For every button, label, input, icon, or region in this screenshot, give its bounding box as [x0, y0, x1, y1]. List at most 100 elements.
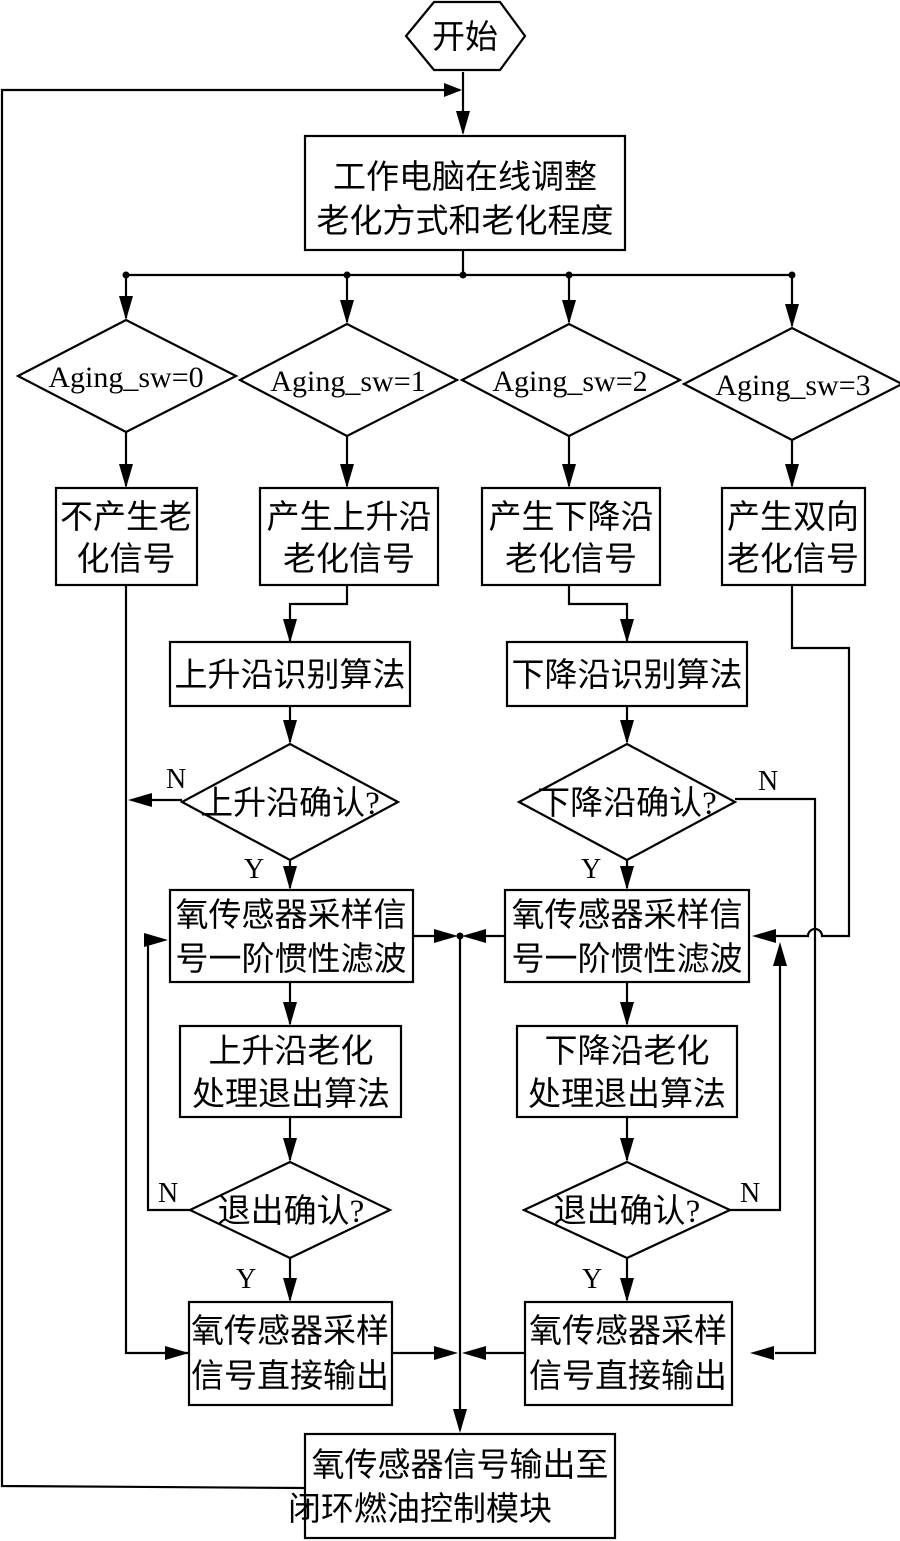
falling-confirm-yes-label: Y — [581, 854, 601, 885]
arrow-loop-into-main — [444, 83, 462, 97]
falling-direct-output-line-2: 信号直接输出 — [529, 1358, 727, 1395]
arrow-into-exitconfirm-rising — [283, 1138, 297, 1162]
decision-aging-sw-0: Aging_sw=0 — [15, 318, 239, 434]
adjust-box: 工作电脑在线调整 老化方式和老化程度 — [303, 134, 627, 252]
arrow-sig0-into-direct-rising — [165, 1346, 189, 1360]
arrowheads — [119, 83, 799, 1433]
arrow-into-filter-falling — [620, 866, 634, 890]
arrow-into-sig3 — [785, 464, 799, 488]
junction-dot — [456, 932, 464, 940]
branch-labels: N Y N Y N Y N Y — [158, 764, 778, 1295]
adjust-line-1: 工作电脑在线调整 — [333, 159, 597, 196]
junction-dot — [565, 271, 573, 279]
falling-confirm-decision: 下降沿确认? — [516, 742, 738, 862]
decision-aging-sw-2: Aging_sw=2 — [459, 322, 683, 438]
arrow-into-sig0 — [119, 464, 133, 488]
falling-filter-box: 氧传感器采样信 号一阶惯性滤波 — [503, 888, 751, 984]
rising-filter-box: 氧传感器采样信 号一阶惯性滤波 — [168, 888, 415, 984]
arrow-exit-rising-no-into-filter — [144, 933, 168, 947]
arrow-into-exit-rising — [283, 1002, 297, 1026]
rising-confirm-decision: 上升沿确认? — [179, 742, 401, 862]
signal-box-falling-line-1: 产生下降沿 — [489, 499, 654, 536]
decision-aging-sw-1: Aging_sw=1 — [237, 322, 460, 438]
arrow-into-identify-rising — [283, 619, 297, 643]
falling-confirm-no-label: N — [758, 766, 778, 797]
signal-box-rising: 产生上升沿 老化信号 — [258, 486, 440, 587]
signal-box-bidirectional-line-1: 产生双向 — [727, 499, 859, 536]
arrow-into-dec0 — [119, 296, 133, 320]
falling-exit-algo-line-2: 处理退出算法 — [528, 1076, 726, 1113]
falling-identify-box: 下降沿识别算法 — [505, 640, 749, 708]
decision-aging-sw-2-label: Aging_sw=2 — [492, 365, 647, 398]
start-label: 开始 — [432, 19, 498, 56]
junction-dot — [122, 271, 130, 279]
arrow-into-identify-falling — [620, 619, 634, 643]
output-box: 氧传感器信号输出至 闭环燃油控制模块 — [288, 1432, 617, 1540]
signal-box-rising-line-1: 产生上升沿 — [267, 499, 432, 536]
decision-aging-sw-3-label: Aging_sw=3 — [715, 369, 870, 402]
output-line-2: 闭环燃油控制模块 — [288, 1491, 552, 1528]
signal-box-bidirectional: 产生双向 老化信号 — [720, 486, 867, 587]
arrow-into-sig2 — [562, 464, 576, 488]
arrow-into-dec2 — [562, 300, 576, 324]
arrow-into-exit-falling — [620, 1002, 634, 1026]
decision-aging-sw-0-label: Aging_sw=0 — [48, 361, 203, 394]
arrow-into-confirm-falling — [620, 720, 634, 744]
signal-box-none-line-2: 化信号 — [77, 541, 176, 578]
signal-box-falling: 产生下降沿 老化信号 — [480, 486, 662, 587]
rising-exit-confirm-label: 退出确认? — [218, 1193, 365, 1230]
arrow-into-exitconfirm-falling — [620, 1138, 634, 1162]
arrow-into-adjust — [456, 111, 470, 135]
falling-identify-label: 下降沿识别算法 — [512, 657, 743, 694]
falling-exit-confirm-decision: 退出确认? — [521, 1160, 733, 1260]
rising-exit-confirm-decision: 退出确认? — [187, 1160, 393, 1260]
rising-direct-output-line-2: 信号直接输出 — [191, 1358, 389, 1395]
arrow-direct-rising-to-center — [434, 1346, 458, 1360]
rising-direct-output-box: 氧传感器采样 信号直接输出 — [187, 1300, 394, 1407]
falling-exit-algo-line-1: 下降沿老化 — [545, 1033, 710, 1070]
falling-exit-algo-box: 下降沿老化 处理退出算法 — [515, 1024, 739, 1119]
output-line-1: 氧传感器信号输出至 — [312, 1447, 609, 1484]
wire-confirm-falling-no — [735, 797, 817, 1355]
arrow-into-dec1 — [340, 300, 354, 324]
connectors — [0, 72, 851, 1490]
arrow-into-dec3 — [785, 304, 799, 328]
junction-dot — [788, 271, 796, 279]
arrow-into-direct-rising — [283, 1278, 297, 1302]
wire-exit-falling-no — [730, 958, 782, 1212]
falling-exit-yes-label: Y — [582, 1264, 602, 1295]
signal-box-none: 不产生老 化信号 — [54, 486, 199, 587]
signal-box-rising-line-2: 老化信号 — [283, 541, 415, 578]
rising-confirm-no-label: N — [166, 764, 186, 795]
falling-exit-no-label: N — [740, 1178, 760, 1209]
decision-aging-sw-3: Aging_sw=3 — [681, 326, 900, 442]
arrow-filter-falling-to-center — [462, 929, 486, 943]
falling-filter-line-2: 号一阶惯性滤波 — [512, 941, 743, 978]
signal-box-none-line-1: 不产生老 — [60, 499, 192, 536]
falling-exit-confirm-label: 退出确认? — [554, 1193, 701, 1230]
junction-dot — [343, 271, 351, 279]
wire-sig3-to-filter-falling — [775, 585, 851, 938]
arrow-sig3-into-filter-falling — [752, 929, 776, 943]
decision-aging-sw-1-label: Aging_sw=1 — [270, 365, 425, 398]
start-node: 开始 — [404, 0, 527, 72]
arrow-confirm-rising-no — [128, 793, 152, 807]
rising-confirm-label: 上升沿确认? — [200, 785, 380, 822]
rising-identify-box: 上升沿识别算法 — [168, 640, 412, 708]
falling-confirm-label: 下降沿确认? — [537, 785, 717, 822]
junctions — [122, 271, 796, 940]
signal-box-falling-line-2: 老化信号 — [505, 541, 637, 578]
arrow-into-sig1 — [340, 464, 354, 488]
signal-box-bidirectional-line-2: 老化信号 — [727, 541, 859, 578]
wire-sig1-to-identify — [288, 585, 349, 641]
rising-filter-line-2: 号一阶惯性滤波 — [176, 941, 407, 978]
rising-exit-yes-label: Y — [236, 1264, 256, 1295]
arrow-into-confirm-rising — [283, 720, 297, 744]
adjust-line-2: 老化方式和老化程度 — [317, 203, 614, 240]
junction-dot — [459, 271, 467, 279]
wire-loop-back — [0, 88, 460, 1490]
rising-exit-algo-box: 上升沿老化 处理退出算法 — [178, 1024, 403, 1119]
rising-exit-algo-line-1: 上升沿老化 — [209, 1033, 374, 1070]
falling-direct-output-box: 氧传感器采样 信号直接输出 — [523, 1300, 734, 1407]
